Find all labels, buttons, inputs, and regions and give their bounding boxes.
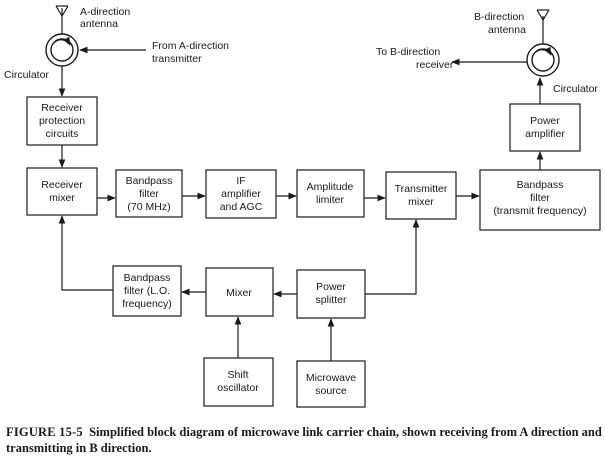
svg-text:Shift: Shift <box>227 369 248 381</box>
svg-text:and AGC: and AGC <box>220 201 263 213</box>
svg-text:oscillator: oscillator <box>217 382 259 394</box>
a-transmitter-label-line1: From A-direction <box>152 40 229 52</box>
b-antenna-label-line2: antenna <box>488 24 526 36</box>
a-antenna-label-line2: antenna <box>80 18 118 30</box>
b-antenna-label-line1: B-direction <box>474 11 524 23</box>
svg-text:filter: filter <box>530 192 550 204</box>
mixer-block: Mixer <box>205 267 274 317</box>
svg-text:Amplitude: Amplitude <box>307 181 354 193</box>
svg-text:filter: filter <box>139 188 159 200</box>
svg-text:splitter: splitter <box>316 294 347 306</box>
right-circulator-label: Circulator <box>553 83 598 95</box>
microwave-source-block: Microwave source <box>296 360 366 408</box>
figure-number: FIGURE 15-5 <box>6 425 83 439</box>
a-antenna-label-line1: A-direction <box>80 6 130 18</box>
svg-text:Microwave: Microwave <box>306 372 356 384</box>
b-receiver-label-line1: To B-direction <box>376 46 440 58</box>
svg-text:source: source <box>315 385 347 397</box>
svg-text:mixer: mixer <box>49 192 75 204</box>
svg-text:Power: Power <box>530 115 560 127</box>
bandpass-filter-lo-block: Bandpass filter (L.O. frequency) <box>112 265 182 317</box>
svg-text:Receiver: Receiver <box>41 179 83 191</box>
svg-text:(70 MHz): (70 MHz) <box>127 201 170 213</box>
shift-oscillator-block: Shift oscillator <box>203 357 274 407</box>
amplitude-limiter-block: Amplitude limiter <box>296 169 365 218</box>
svg-text:Bandpass: Bandpass <box>126 175 173 187</box>
a-direction-antenna-icon <box>55 5 69 34</box>
svg-text:Bandpass: Bandpass <box>124 272 171 284</box>
block-diagram: A-direction antenna From A-direction tra… <box>4 5 601 408</box>
power-splitter-block: Power splitter <box>296 269 366 319</box>
svg-text:frequency): frequency) <box>122 298 172 310</box>
transmitter-mixer-block: Transmitter mixer <box>385 171 457 220</box>
power-amplifier-block: Power amplifier <box>509 103 581 152</box>
figure-caption-text: Simplified block diagram of microwave li… <box>6 425 602 455</box>
svg-text:amplifier: amplifier <box>221 188 261 200</box>
left-circulator-icon <box>45 33 79 67</box>
receiver-mixer-block: Receiver mixer <box>26 167 98 216</box>
svg-text:amplifier: amplifier <box>525 128 565 140</box>
svg-text:mixer: mixer <box>408 196 434 208</box>
left-circulator-label: Circulator <box>4 69 49 81</box>
svg-text:Mixer: Mixer <box>226 287 252 299</box>
svg-text:Transmitter: Transmitter <box>395 183 448 195</box>
svg-text:circuits: circuits <box>46 128 79 140</box>
svg-text:(transmit frequency): (transmit frequency) <box>493 205 586 217</box>
svg-text:Receiver: Receiver <box>41 102 83 114</box>
a-transmitter-label-line2: transmitter <box>152 53 202 65</box>
b-receiver-label-line2: receiver <box>416 59 454 71</box>
svg-text:protection: protection <box>39 115 85 127</box>
figure-caption: FIGURE 15-5 Simplified block diagram of … <box>6 424 602 456</box>
svg-text:IF: IF <box>236 175 245 187</box>
right-circulator-icon <box>526 43 560 77</box>
bandpass-filter-70mhz-block: Bandpass filter (70 MHz) <box>115 169 183 218</box>
svg-text:Power: Power <box>316 281 346 293</box>
svg-text:filter (L.O.: filter (L.O. <box>124 285 170 297</box>
receiver-protection-circuits-block: Receiver protection circuits <box>26 96 98 146</box>
if-amplifier-agc-block: IF amplifier and AGC <box>205 169 277 219</box>
svg-text:limiter: limiter <box>316 194 345 206</box>
b-direction-antenna-icon <box>536 9 550 44</box>
bandpass-filter-transmit-block: Bandpass filter (transmit frequency) <box>479 169 601 231</box>
svg-text:Bandpass: Bandpass <box>517 179 564 191</box>
